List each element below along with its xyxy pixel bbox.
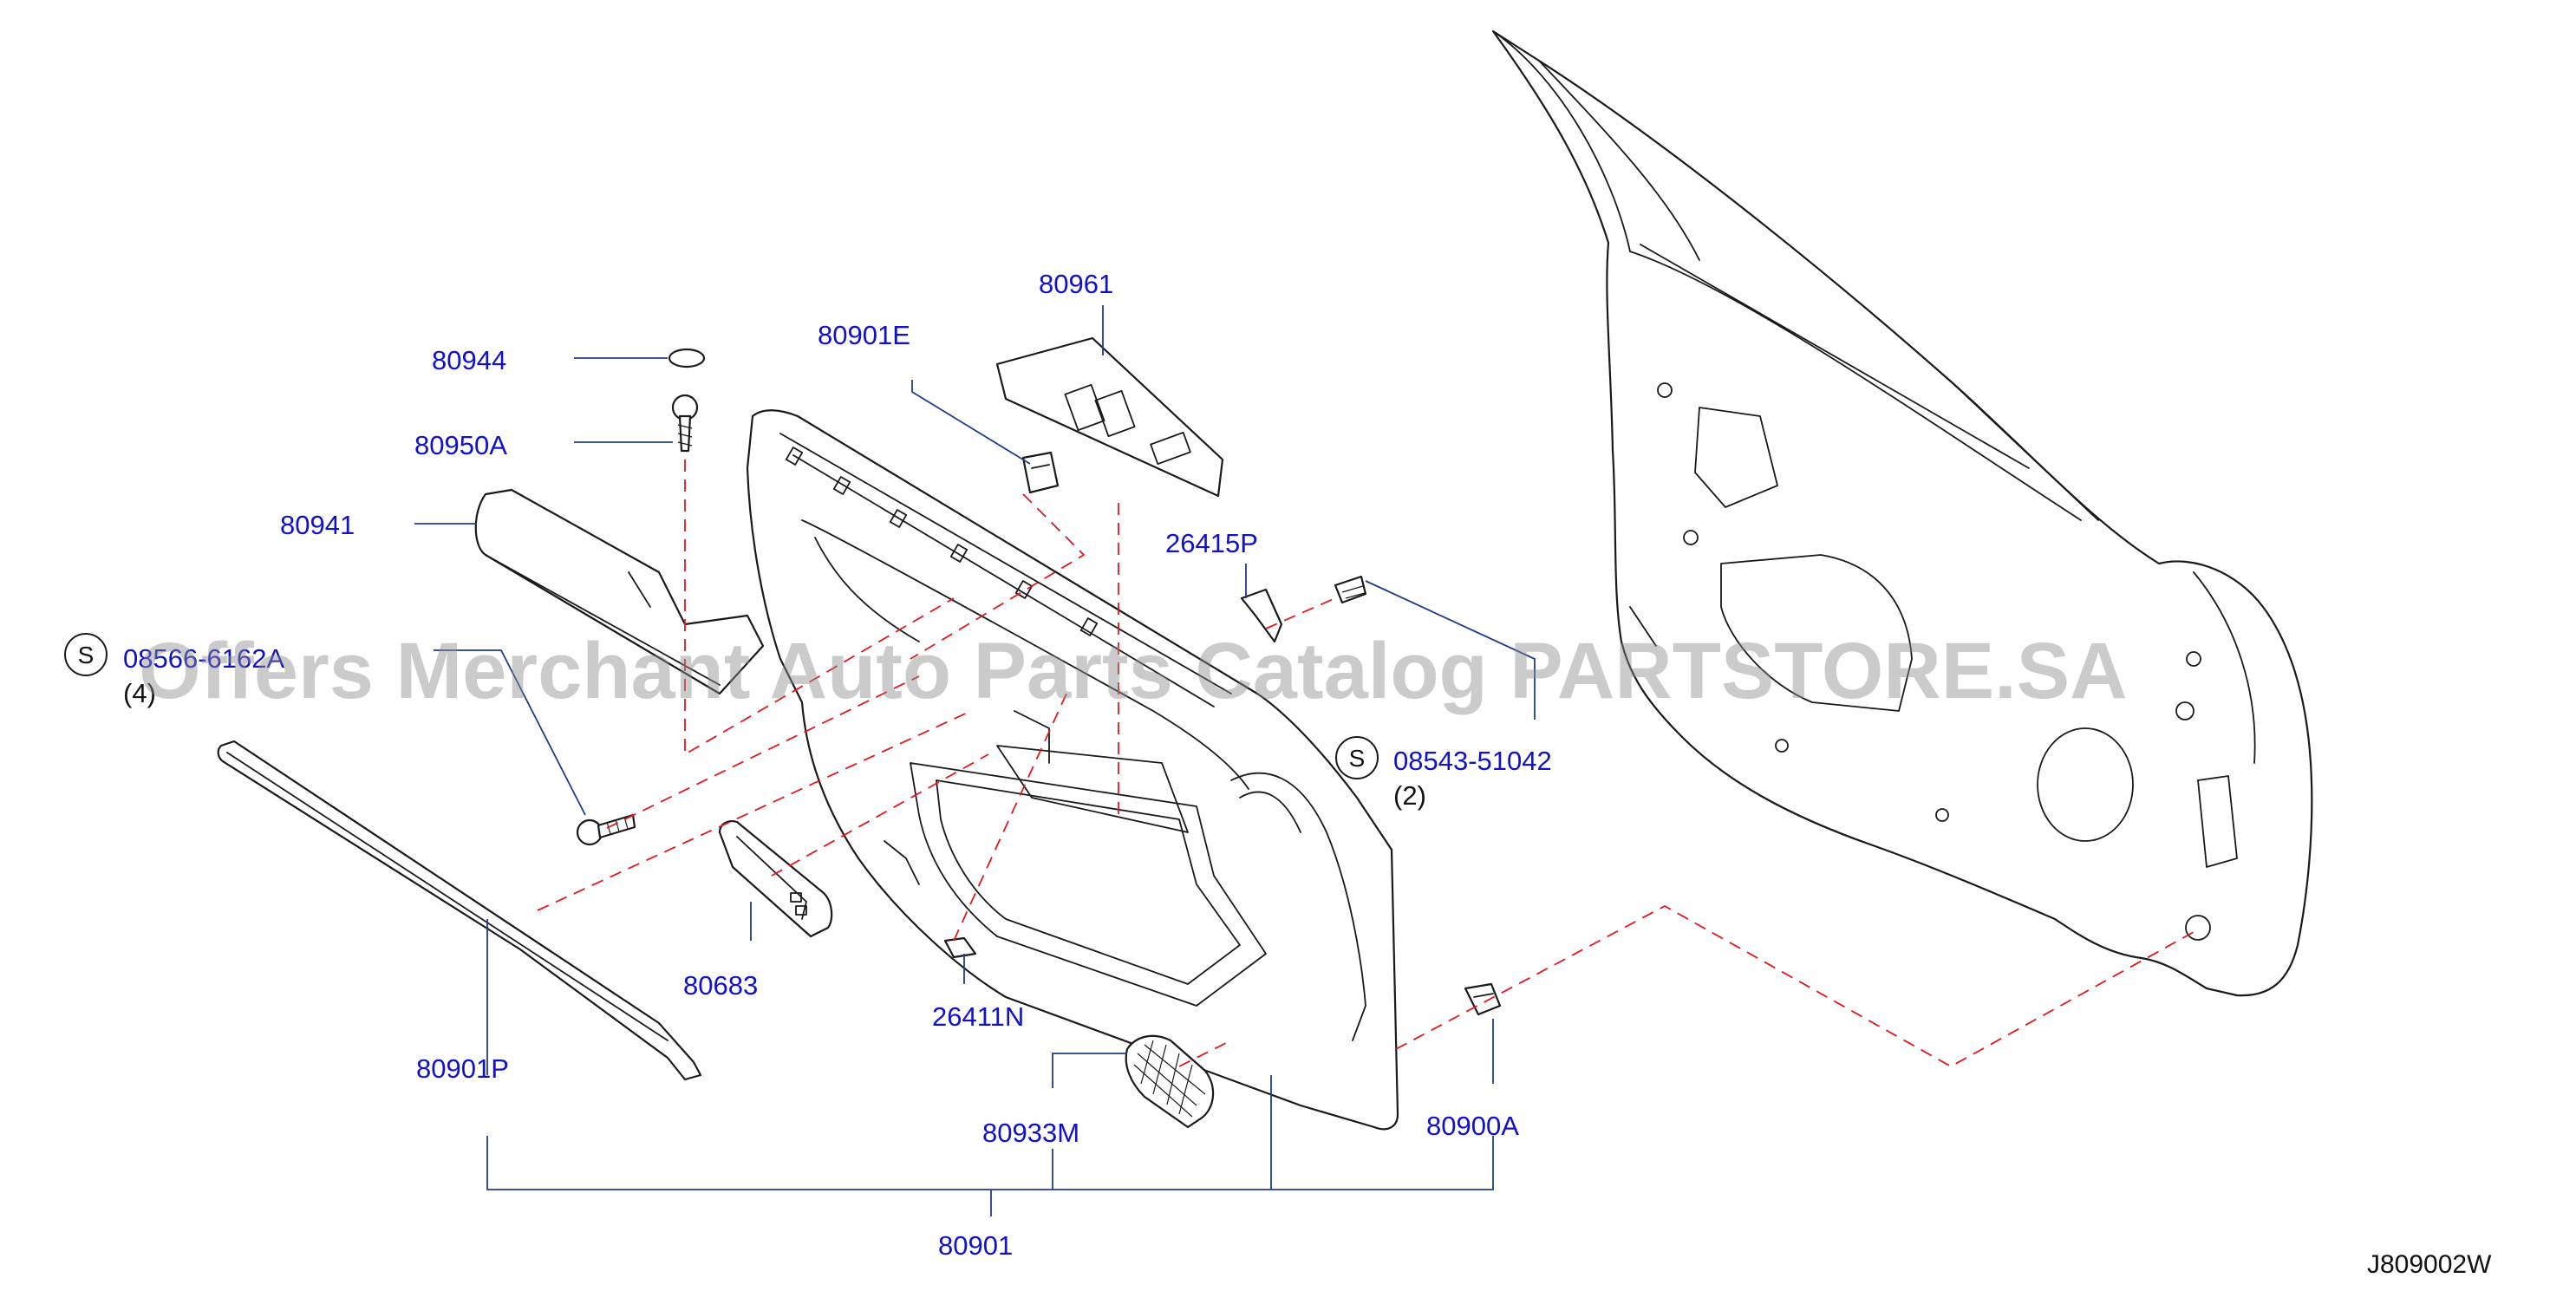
- standard-marker-letter: S: [1349, 745, 1366, 772]
- speaker-grille-80933M: [1125, 1034, 1215, 1129]
- cap-80944: [668, 348, 706, 368]
- qty-08543: (2): [1393, 780, 1426, 811]
- label-08543-51042: 08543-51042: [1393, 746, 1552, 776]
- switch-panel-80683: [718, 820, 833, 938]
- part-labels: 80961 80901E 80944 80950A 80941 26415P 0…: [123, 269, 1552, 1261]
- standard-marker-letter: S: [78, 642, 95, 668]
- screw-80950A: [671, 394, 699, 453]
- standard-marker-08543: S: [1335, 736, 1379, 779]
- molding-80901P: [217, 740, 702, 1081]
- clip-26415P: [1240, 588, 1283, 643]
- watermark-text: Offers Merchant Auto Parts Catalog PARTS…: [139, 627, 2128, 715]
- diagram-id: J809002W: [2367, 1250, 2492, 1279]
- label-26415P: 26415P: [1165, 528, 1258, 558]
- standard-marker-08566: S: [64, 633, 108, 676]
- door-shell: [1491, 29, 2313, 997]
- clip-80901E: [1021, 451, 1060, 494]
- leader-lines: [414, 305, 1536, 1216]
- qty-08566: (4): [123, 678, 156, 708]
- armrest-pad-80941: [474, 488, 765, 695]
- label-80901E: 80901E: [818, 320, 910, 350]
- label-80901P: 80901P: [416, 1053, 509, 1084]
- screw-08566: [576, 813, 636, 846]
- label-80901: 80901: [938, 1230, 1013, 1261]
- label-80950A: 80950A: [414, 430, 507, 460]
- switch-bezel-80961: [995, 336, 1224, 498]
- door-trim-panel: [746, 409, 1399, 1131]
- label-80900A: 80900A: [1426, 1111, 1519, 1141]
- assembly-lines: [537, 460, 2194, 1068]
- clip-80900A: [1464, 982, 1502, 1016]
- label-80961: 80961: [1039, 269, 1113, 299]
- label-26411N: 26411N: [932, 1001, 1024, 1032]
- label-08566-6162A: 08566-6162A: [123, 643, 284, 674]
- label-80941: 80941: [280, 510, 355, 540]
- label-80933M: 80933M: [982, 1118, 1079, 1148]
- label-80683: 80683: [683, 970, 758, 1001]
- label-80944: 80944: [432, 345, 506, 375]
- screw-08543: [1334, 575, 1367, 604]
- clip-26411N: [943, 936, 977, 959]
